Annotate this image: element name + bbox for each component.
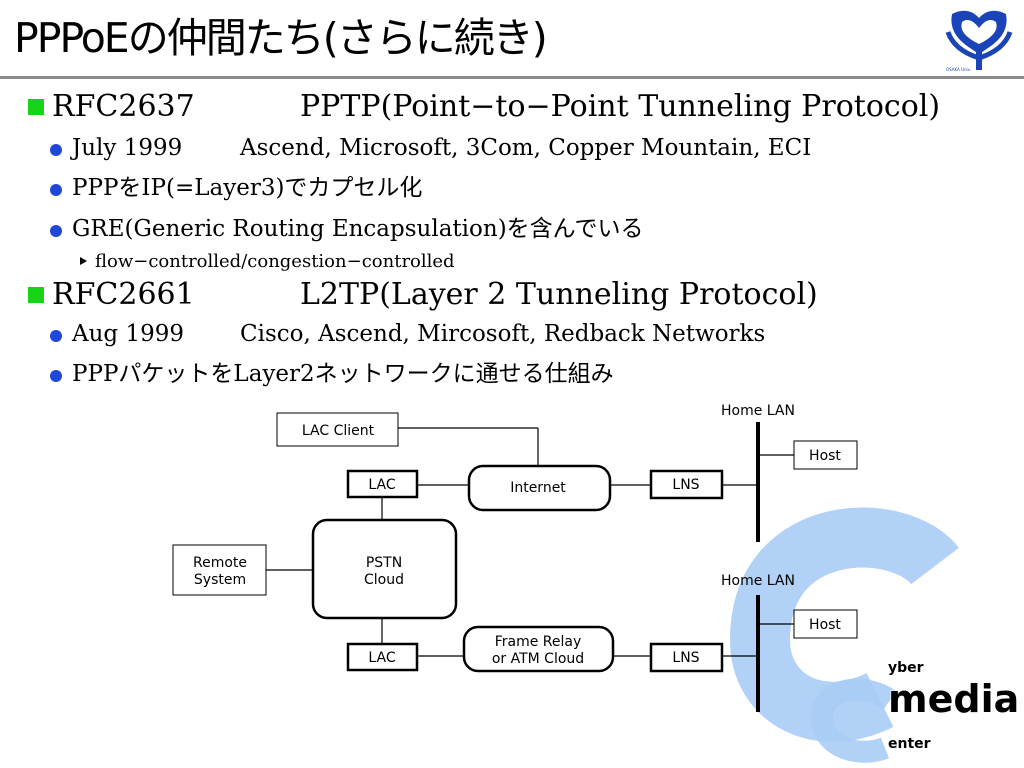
- internet-cloud-node: Internet: [467, 464, 612, 512]
- host-top-node: Host: [793, 440, 858, 470]
- university-logo-icon: [945, 10, 1013, 70]
- triangle-bullet-icon: [80, 257, 87, 265]
- internet-label: Internet: [510, 480, 566, 496]
- title-divider: [0, 76, 1024, 79]
- lac-top-label: LAC: [368, 477, 395, 493]
- bullet-text: Cisco, Ascend, Mircosoft, Redback Networ…: [240, 321, 766, 347]
- bullet-item: PPPをIP(=Layer3)でカプセル化: [50, 177, 422, 200]
- blue-dot-bullet-icon: [50, 184, 62, 196]
- blue-dot-bullet-icon: [50, 330, 62, 342]
- lac-bottom-label: LAC: [368, 650, 395, 666]
- lac-client-label: LAC Client: [302, 423, 375, 439]
- watermark-line3: enter: [888, 736, 931, 752]
- pstn-label-2: Cloud: [364, 572, 404, 588]
- frame-relay-label-2: or ATM Cloud: [492, 651, 584, 667]
- sub-bullet-text: flow−controlled/congestion−controlled: [95, 251, 455, 272]
- remote-system-label-1: Remote: [193, 555, 247, 571]
- frame-relay-label-1: Frame Relay: [495, 634, 582, 650]
- bullet-item: PPPパケットをLayer2ネットワークに通せる仕組み: [50, 363, 614, 386]
- bullet-text: PPPをIP(=Layer3)でカプセル化: [72, 175, 423, 201]
- lac-bottom-node: LAC: [346, 642, 419, 672]
- slide-title: PPPoEの仲間たち(さらに続き): [14, 14, 548, 62]
- pstn-label-1: PSTN: [366, 555, 402, 571]
- green-square-bullet-icon: [28, 99, 44, 115]
- lns-bottom-label: LNS: [672, 650, 699, 666]
- bullet-text: Ascend, Microsoft, 3Com, Copper Mountain…: [240, 135, 812, 161]
- bullet-item: Aug 1999 Cisco, Ascend, Mircosoft, Redbac…: [50, 323, 765, 346]
- lns-bottom-node: LNS: [649, 642, 724, 673]
- bullet-text: GRE(Generic Routing Encapsulation)を含んでいる: [72, 216, 644, 242]
- bullet-date: Aug 1999: [72, 321, 184, 347]
- pstn-cloud-node: PSTN Cloud: [311, 518, 458, 620]
- blue-dot-bullet-icon: [50, 144, 62, 156]
- lac-top-node: LAC: [346, 469, 419, 499]
- frame-relay-cloud-node: Frame Relay or ATM Cloud: [462, 625, 615, 673]
- protocol-name: L2TP(Layer 2 Tunneling Protocol): [300, 277, 818, 312]
- watermark-line1: yber: [888, 660, 924, 676]
- sub-bullet-item: flow−controlled/congestion−controlled: [80, 253, 455, 271]
- logo-caption: OSAKA Univ.: [946, 67, 971, 72]
- blue-dot-bullet-icon: [50, 370, 62, 382]
- diagram-links: [266, 427, 794, 657]
- lns-top-label: LNS: [672, 477, 699, 493]
- rfc-number: RFC2637: [52, 89, 195, 124]
- host-bottom-node: Host: [793, 609, 858, 639]
- home-lan-top-label: Home LAN: [721, 403, 795, 419]
- lns-top-node: LNS: [649, 469, 724, 500]
- bullet-item: July 1999 Ascend, Microsoft, 3Com, Copper…: [50, 137, 811, 160]
- blue-dot-bullet-icon: [50, 225, 62, 237]
- bullet-date: July 1999: [72, 135, 183, 161]
- cybermedia-center-watermark: yber media enter: [729, 507, 1020, 763]
- remote-system-label-2: System: [194, 572, 246, 588]
- protocol-name: PPTP(Point−to−Point Tunneling Protocol): [300, 89, 941, 124]
- bullet-item: GRE(Generic Routing Encapsulation)を含んでいる: [50, 218, 644, 241]
- section-heading-rfc2637: RFC2637 PPTP(Point−to−Point Tunneling Pro…: [28, 92, 940, 122]
- section-heading-rfc2661: RFC2661 L2TP(Layer 2 Tunneling Protocol): [28, 280, 818, 310]
- host-top-label: Host: [809, 448, 841, 464]
- rfc-number: RFC2661: [52, 277, 195, 312]
- green-square-bullet-icon: [28, 287, 44, 303]
- home-lan-bottom-label: Home LAN: [721, 573, 795, 589]
- lac-client-node: LAC Client: [276, 412, 399, 447]
- host-bottom-label: Host: [809, 617, 841, 633]
- remote-system-node: Remote System: [172, 544, 267, 596]
- watermark-line2: media: [888, 677, 1019, 721]
- bullet-text: PPPパケットをLayer2ネットワークに通せる仕組み: [72, 361, 614, 387]
